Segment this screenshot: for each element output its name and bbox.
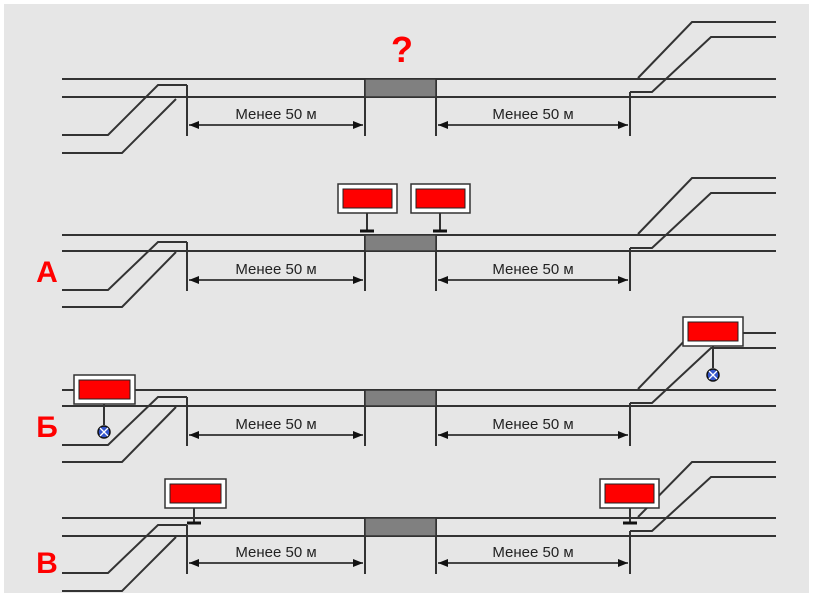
signal-board bbox=[73, 374, 136, 439]
variant-letter: А bbox=[36, 256, 58, 289]
variant-letter: Б bbox=[36, 411, 58, 444]
question-mark: ? bbox=[391, 29, 413, 70]
distance-right: Менее 50 м bbox=[438, 106, 628, 129]
scheme-variant-b: Б Менее bbox=[36, 316, 776, 463]
signal-board bbox=[410, 183, 471, 233]
platform bbox=[364, 517, 437, 537]
signal-board bbox=[164, 478, 227, 525]
signal-board bbox=[337, 183, 398, 233]
platform bbox=[364, 78, 437, 98]
distance-label: Менее 50 м bbox=[492, 416, 573, 433]
distance-right: Менее 50 м bbox=[438, 416, 628, 439]
distance-label: Менее 50 м bbox=[235, 261, 316, 278]
platform bbox=[364, 389, 437, 407]
distance-label: Менее 50 м bbox=[492, 544, 573, 561]
variant-letter: В bbox=[36, 547, 58, 580]
distance-right: Менее 50 м bbox=[438, 261, 628, 284]
distance-right: Менее 50 м bbox=[438, 544, 628, 567]
distance-left: Менее 50 м bbox=[189, 416, 363, 439]
scheme-variant-v: В Менее 50 м bbox=[36, 461, 776, 592]
distance-label: Менее 50 м bbox=[492, 261, 573, 278]
distance-label: Менее 50 м bbox=[492, 106, 573, 123]
signal-board bbox=[682, 316, 744, 382]
tracks bbox=[62, 461, 776, 592]
distance-left: Менее 50 м bbox=[189, 106, 363, 129]
distance-label: Менее 50 м bbox=[235, 106, 316, 123]
scheme-question: ? Менее 50 м Менее 50 м bbox=[62, 21, 776, 154]
diagram-background bbox=[4, 4, 809, 593]
distance-label: Менее 50 м bbox=[235, 416, 316, 433]
scheme-variant-a: А Менее 50 м bbox=[36, 177, 776, 308]
distance-left: Менее 50 м bbox=[189, 261, 363, 284]
platform bbox=[364, 234, 437, 252]
distance-label: Менее 50 м bbox=[235, 544, 316, 561]
signal-board bbox=[599, 478, 660, 525]
distance-left: Менее 50 м bbox=[189, 544, 363, 567]
